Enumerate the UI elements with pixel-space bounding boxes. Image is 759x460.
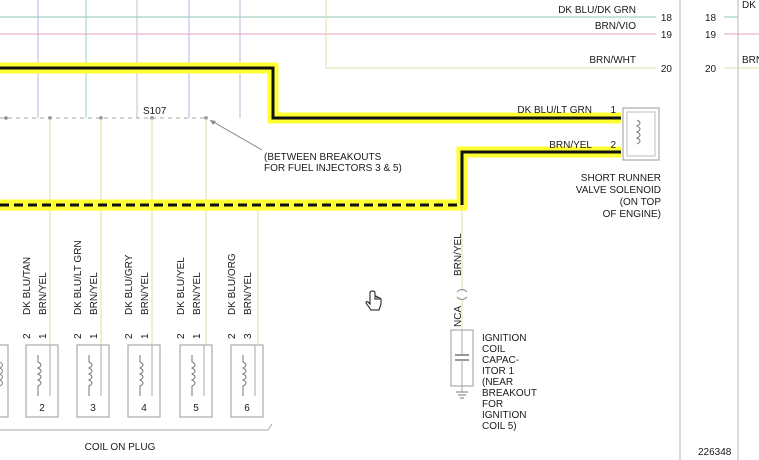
capacitor-title-line: BREAKOUT (482, 388, 537, 399)
wire-label: DK BLU/LT GRN (517, 105, 592, 116)
coil-pin-b: 1 (38, 333, 49, 339)
coil-pin-a: 2 (22, 333, 33, 339)
splice-label: S107 (143, 106, 167, 117)
capacitor-title-line: IGNITION (482, 410, 526, 421)
capacitor-title-line: IGNITION (482, 333, 526, 344)
figure-number: 226348 (698, 447, 732, 458)
coil-pin-a: 2 (176, 333, 187, 339)
highlighted-circuit-brn-yel: BRN/YEL 2 (0, 140, 621, 211)
ignition-coil-capacitor: BRN/YEL NCA IGNITION COIL CAPAC- ITOR 1 … (450, 205, 537, 432)
solenoid-title-line: VALVE SOLENOID (576, 185, 661, 196)
nca-label: NCA (453, 306, 464, 327)
pin-number: 19 (705, 30, 717, 41)
coil-number: 3 (90, 403, 96, 414)
coil-number: 5 (193, 403, 199, 414)
coil-wire-a-label: DK BLU/GRY (124, 254, 135, 315)
capacitor-title-line: ITOR 1 (482, 366, 514, 377)
top-wire-group: DK BLU/DK GRN 18 BRN/VIO 19 BRN/WHT 20 (0, 0, 672, 75)
capacitor-title-line: COIL 5) (482, 421, 517, 432)
coil-pin-b: 1 (192, 333, 203, 339)
short-runner-valve-solenoid: SHORT RUNNER VALVE SOLENOID (ON TOP OF E… (576, 107, 662, 220)
coil-winding-icon (190, 355, 196, 396)
coil-wire-a-label: DK BLU/TAN (22, 257, 33, 315)
coil-number: 2 (39, 403, 45, 414)
coil-winding-icon (241, 355, 247, 396)
feed-wires (37, 0, 241, 118)
connector-icon (456, 289, 468, 300)
group-bracket (0, 423, 273, 431)
breakout-note-line1: (BETWEEN BREAKOUTS (264, 152, 382, 163)
capacitor-title-line: CAPAC- (482, 355, 519, 366)
solenoid-title-line: SHORT RUNNER (581, 173, 661, 184)
pin-number: 20 (705, 64, 717, 75)
wire-label: BRN/YEL (453, 233, 464, 276)
wire-brn-wht (325, 0, 656, 69)
coil-pin-a: 2 (227, 333, 238, 339)
coil-unit: DK BLU/TAN BRN/YEL 2 1 2 (22, 257, 59, 418)
coil-wire-b-label: BRN/YEL (192, 272, 203, 315)
coil-wire-a-label: DK BLU/ORG (227, 253, 238, 315)
solenoid-title-line: (ON TOP (620, 197, 662, 208)
pin-number: 18 (661, 13, 673, 24)
coil-pin-a: 2 (124, 333, 135, 339)
pin-number: 1 (610, 105, 616, 116)
coil-unit: DK BLU/YEL BRN/YEL 2 1 5 (176, 257, 213, 418)
coil-unit: DK BLU/LT GRN BRN/YEL 2 1 3 (73, 240, 110, 418)
capacitor-title-line: FOR (482, 399, 503, 410)
capacitor-title-line: COIL (482, 344, 506, 355)
hand-cursor-icon (365, 290, 382, 311)
solenoid-title-line: OF ENGINE) (603, 209, 661, 220)
pin-number: 19 (661, 30, 673, 41)
coil-wire-b-label: BRN/YEL (243, 272, 254, 315)
coil-winding-icon (36, 355, 42, 396)
pin-number: 18 (705, 13, 717, 24)
coil-group-label: COIL ON PLUG (85, 442, 156, 453)
coil-winding-icon (87, 355, 93, 396)
pin-number: 2 (610, 140, 616, 151)
callout-leader (209, 119, 263, 151)
coil-wire-a-label: DK BLU/LT GRN (73, 240, 84, 315)
adjacent-page-fragment: DK BRN 18 19 20 (705, 0, 759, 75)
capacitor-title-line: (NEAR (482, 377, 513, 388)
solenoid-coil-icon (635, 119, 641, 145)
coil-brn-yel-drops (49, 118, 259, 345)
coil-pin-b: 1 (140, 333, 151, 339)
coil-unit: DK BLU/GRY BRN/YEL 2 1 4 (124, 254, 161, 418)
wire-label: DK BLU/DK GRN (558, 5, 636, 16)
wire-label: BRN (742, 55, 759, 66)
coil-wire-b-label: BRN/YEL (140, 272, 151, 315)
wire-label: BRN/YEL (549, 140, 592, 151)
wire-label: BRN/WHT (589, 55, 636, 66)
coil-wire-a-label: DK BLU/YEL (176, 257, 187, 315)
coil-winding-icon (138, 355, 144, 396)
coil-number: 6 (244, 403, 250, 414)
coil-pin-a: 2 (73, 333, 84, 339)
pin-number: 20 (661, 64, 673, 75)
coil-wire-b-label: BRN/YEL (38, 272, 49, 315)
coil-pin-b: 3 (243, 333, 254, 339)
coil-number: 4 (141, 403, 147, 414)
coil-pin-b: 1 (89, 333, 100, 339)
coil-wire-b-label: BRN/YEL (89, 272, 100, 315)
coil-unit: DK BLU/ORG BRN/YEL 2 3 6 (227, 253, 264, 418)
wire-label: DK (742, 0, 756, 11)
wire-label: BRN/VIO (595, 21, 636, 32)
coil-on-plug-group: DK BLU/TAN BRN/YEL 2 1 2 DK BLU/LT GRN B… (0, 240, 273, 453)
breakout-note-line2: FOR FUEL INJECTORS 3 & 5) (264, 163, 402, 174)
highlighted-circuit-dk-blu-lt-grn: DK BLU/LT GRN 1 (0, 62, 621, 124)
